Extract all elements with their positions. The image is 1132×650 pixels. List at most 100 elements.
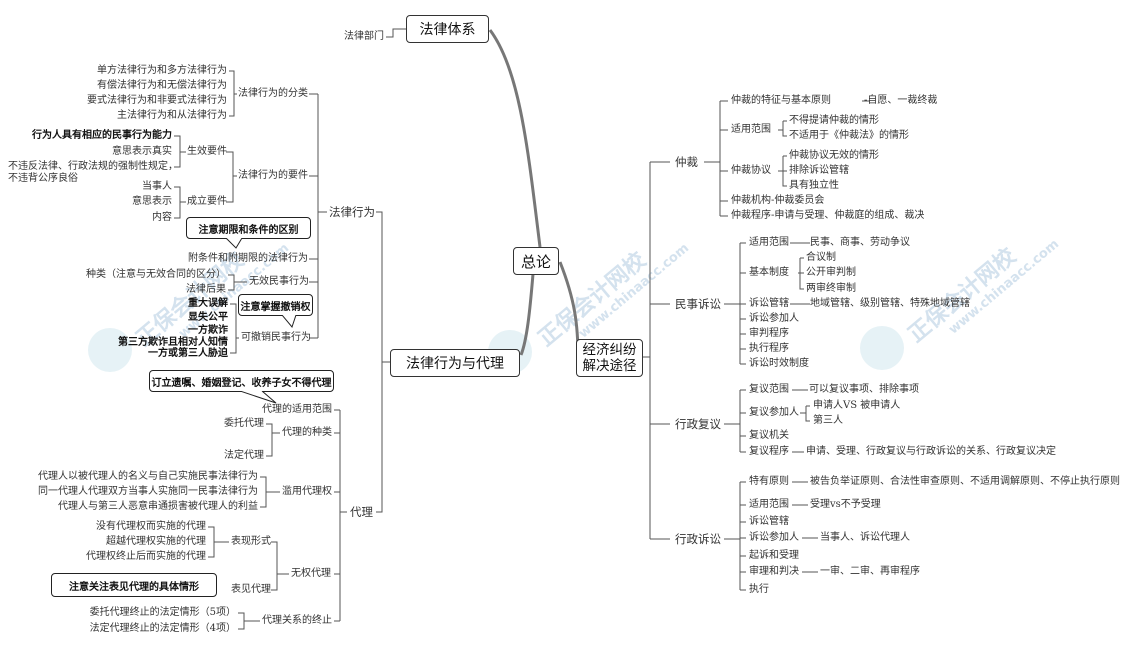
forms-item: 没有代理权而实施的代理 [96, 521, 206, 532]
litigation-execution[interactable]: 执行 [749, 584, 769, 595]
classification-item: 单方法律行为和多方法律行为 [97, 65, 227, 76]
termination-item: 法定代理终止的法定情形（4项） [89, 623, 236, 634]
agency-type-item: 委托代理 [224, 418, 264, 429]
legal-department-label: 法律部门 [344, 31, 384, 42]
effective-item: 行为人具有相应的民事行为能力 [32, 130, 172, 141]
arbitration-scope[interactable]: 适用范围 [731, 124, 771, 135]
civil-jurisdiction[interactable]: 诉讼管辖 [749, 298, 789, 309]
litigation-principles-detail: 被告负举证原则、合法性审查原则、不适用调解原则、不停止执行原则 [810, 476, 1120, 487]
abuse-label[interactable]: 滥用代理权 [282, 486, 332, 497]
arbitration-agreement-item: 仲裁协议无效的情形 [789, 150, 879, 161]
revocable-note-pointer [282, 315, 297, 329]
forms-item: 代理权终止后而实施的代理 [86, 551, 206, 562]
formation-item: 意思表示 [132, 196, 172, 207]
formation-item: 内容 [152, 212, 172, 223]
civil-basic-system[interactable]: 基本制度 [749, 267, 789, 278]
revocable-item: 第三方欺诈且相对人知情 [118, 337, 228, 348]
effective-elements-label[interactable]: 生效要件 [187, 146, 227, 157]
void-item: 种类（注意与无效合同的区分） [86, 269, 226, 280]
litigation-trial-detail: 一审、二审、再审程序 [820, 566, 920, 577]
act-agency-node[interactable]: 法律行为与代理 [390, 349, 520, 377]
effective-item: 不违背公序良俗 [8, 173, 78, 184]
litigation-principles[interactable]: 特有原则 [749, 476, 789, 487]
reconsideration-participant-item: 第三人 [813, 415, 843, 426]
classification-item: 主法律行为和从法律行为 [117, 110, 227, 121]
arbitration-agreement-item: 具有独立性 [789, 180, 839, 191]
reconsideration-label[interactable]: 行政复议 [675, 417, 721, 431]
dispute-label-line2: 解决途径 [582, 358, 637, 374]
civil-basic-item: 公开审判制 [806, 267, 856, 278]
effective-item: 不违反法律、行政法规的强制性规定， [8, 161, 178, 172]
administrative-litigation-label[interactable]: 行政诉讼 [675, 532, 721, 546]
litigation-scope-detail: 受理vs不予受理 [810, 499, 881, 510]
reconsideration-organ[interactable]: 复议机关 [749, 430, 789, 441]
arbitration-features[interactable]: 仲裁的特征与基本原则 [731, 95, 831, 106]
arbitration-scope-item: 不得提请仲裁的情形 [789, 115, 879, 126]
reconsideration-procedure-detail: 申请、受理、行政复议与行政诉讼的关系、行政复议决定 [806, 446, 1056, 457]
litigation-participants[interactable]: 诉讼参加人 [749, 532, 799, 543]
revocable-item: 一方欺诈 [188, 325, 228, 336]
conditional-act-label[interactable]: 附条件和附期限的法律行为 [188, 253, 308, 264]
abuse-item: 同一代理人代理双方当事人实施同一民事法律行为 [38, 486, 258, 497]
dispute-label-line1: 经济纠纷 [582, 342, 637, 358]
arbitration-procedure[interactable]: 仲裁程序-申请与受理、仲裁庭的组成、裁决 [731, 210, 925, 221]
termination-label[interactable]: 代理关系的终止 [262, 615, 332, 626]
formation-elements-label[interactable]: 成立要件 [187, 196, 227, 207]
reconsideration-scope-detail: 可以复议事项、排除事项 [809, 384, 919, 395]
abuse-item: 代理人以被代理人的名义与自己实施民事法律行为 [38, 471, 258, 482]
formation-item: 当事人 [142, 181, 172, 192]
classification-item: 要式法律行为和非要式法律行为 [87, 95, 227, 106]
civil-other-item[interactable]: 执行程序 [749, 343, 789, 354]
conditional-note-pointer [226, 238, 243, 249]
revocable-item: 一方或第三人胁迫 [148, 348, 228, 359]
litigation-participants-detail: 当事人、诉讼代理人 [820, 532, 910, 543]
void-item: 法律后果 [186, 284, 226, 295]
civil-litigation-label[interactable]: 民事诉讼 [675, 297, 721, 311]
civil-scope[interactable]: 适用范围 [749, 237, 789, 248]
agency-type-item: 法定代理 [224, 450, 264, 461]
arbitration-label[interactable]: 仲裁 [675, 155, 698, 169]
termination-item: 委托代理终止的法定情形（5项） [89, 607, 236, 618]
apparent-agency-label[interactable]: 表见代理 [231, 584, 271, 595]
reconsideration-scope[interactable]: 复议范围 [749, 384, 789, 395]
civil-other-item[interactable]: 审判程序 [749, 328, 789, 339]
root-node[interactable]: 总论 [513, 247, 559, 275]
forms-item: 超越代理权实施的代理 [106, 536, 206, 547]
agency-types-label[interactable]: 代理的种类 [282, 427, 332, 438]
reconsideration-participant-item: 申请人VS 被申请人 [813, 400, 901, 411]
reconsideration-participants[interactable]: 复议参加人 [749, 407, 799, 418]
legal-act-label[interactable]: 法律行为 [329, 205, 375, 219]
watermark-logo-icon [88, 328, 132, 372]
legal-system-node[interactable]: 法律体系 [406, 15, 489, 43]
litigation-trial[interactable]: 审理和判决 [749, 566, 799, 577]
classification-item: 有偿法律行为和无偿法律行为 [97, 80, 227, 91]
litigation-scope[interactable]: 适用范围 [749, 499, 789, 510]
forms-label[interactable]: 表现形式 [231, 536, 271, 547]
revocable-act-label[interactable]: 可撤销民事行为 [241, 332, 311, 343]
unauthorized-label[interactable]: 无权代理 [291, 568, 331, 579]
arbitration-agreement-item: 排除诉讼管辖 [789, 165, 849, 176]
civil-other-item[interactable]: 诉讼时效制度 [749, 358, 809, 369]
revocable-item: 重大误解 [188, 298, 228, 309]
litigation-jurisdiction[interactable]: 诉讼管辖 [749, 516, 789, 527]
reconsideration-procedure[interactable]: 复议程序 [749, 446, 789, 457]
conditional-note: 注意期限和条件的区别 [186, 217, 311, 239]
agency-scope-label[interactable]: 代理的适用范围 [262, 404, 332, 415]
civil-other-item[interactable]: 诉讼参加人 [749, 313, 799, 324]
arbitration-agreement[interactable]: 仲裁协议 [731, 165, 771, 176]
litigation-filing[interactable]: 起诉和受理 [749, 550, 799, 561]
revocable-item: 显失公平 [188, 312, 228, 323]
civil-jurisdiction-detail: 地域管辖、级别管辖、特殊地域管辖 [810, 298, 970, 309]
civil-scope-detail: 民事、商事、劳动争议 [810, 237, 910, 248]
void-act-label[interactable]: 无效民事行为 [249, 276, 309, 287]
arbitration-institution[interactable]: 仲裁机构-仲裁委员会 [731, 195, 825, 206]
elements-label[interactable]: 法律行为的要件 [238, 170, 308, 181]
agency-label[interactable]: 代理 [350, 505, 373, 519]
arbitration-scope-item: 不适用于《仲裁法》的情形 [789, 130, 909, 141]
dispute-node[interactable]: 经济纠纷 解决途径 [576, 339, 643, 377]
watermark-logo-icon [860, 326, 904, 370]
classification-label[interactable]: 法律行为的分类 [238, 88, 308, 99]
civil-basic-item: 两审终审制 [806, 283, 856, 294]
effective-item: 意思表示真实 [112, 146, 172, 157]
